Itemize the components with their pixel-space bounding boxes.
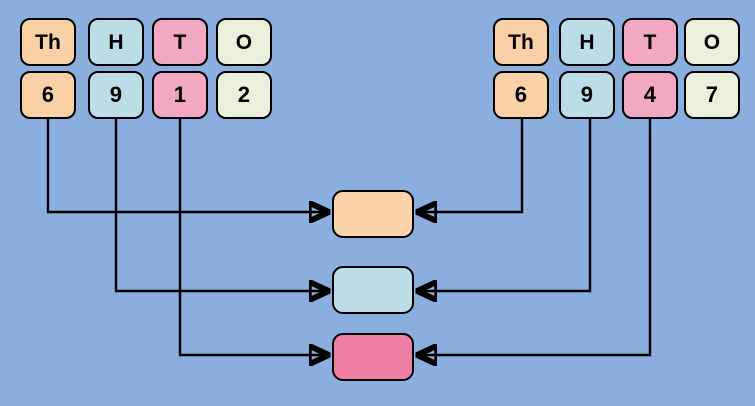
answer-box-hundreds[interactable] (332, 266, 414, 314)
right-ones-header: O (684, 18, 740, 66)
left-ones-header: O (216, 18, 272, 66)
connector-left-tens (178, 119, 328, 355)
left-tens-header: T (152, 18, 208, 66)
answer-box-thousands[interactable] (332, 190, 414, 238)
right-tens-header: T (622, 18, 678, 66)
right-thousands-digit[interactable]: 6 (493, 71, 549, 119)
connector-right-hundreds (418, 119, 592, 291)
left-thousands-digit[interactable]: 6 (20, 71, 76, 119)
connector-left-thousands (46, 119, 328, 212)
connector-left-hundreds (114, 119, 328, 291)
left-hundreds-digit[interactable]: 9 (88, 71, 144, 119)
left-ones-digit[interactable]: 2 (216, 71, 272, 119)
left-thousands-header: Th (20, 18, 76, 66)
left-hundreds-header: H (88, 18, 144, 66)
right-ones-digit[interactable]: 7 (684, 71, 740, 119)
connector-right-tens (418, 119, 652, 355)
connector-right-thousands (418, 119, 524, 212)
right-hundreds-header: H (559, 18, 615, 66)
right-tens-digit[interactable]: 4 (622, 71, 678, 119)
right-thousands-header: Th (493, 18, 549, 66)
right-hundreds-digit[interactable]: 9 (559, 71, 615, 119)
left-tens-digit[interactable]: 1 (152, 71, 208, 119)
answer-box-tens[interactable] (332, 333, 414, 381)
